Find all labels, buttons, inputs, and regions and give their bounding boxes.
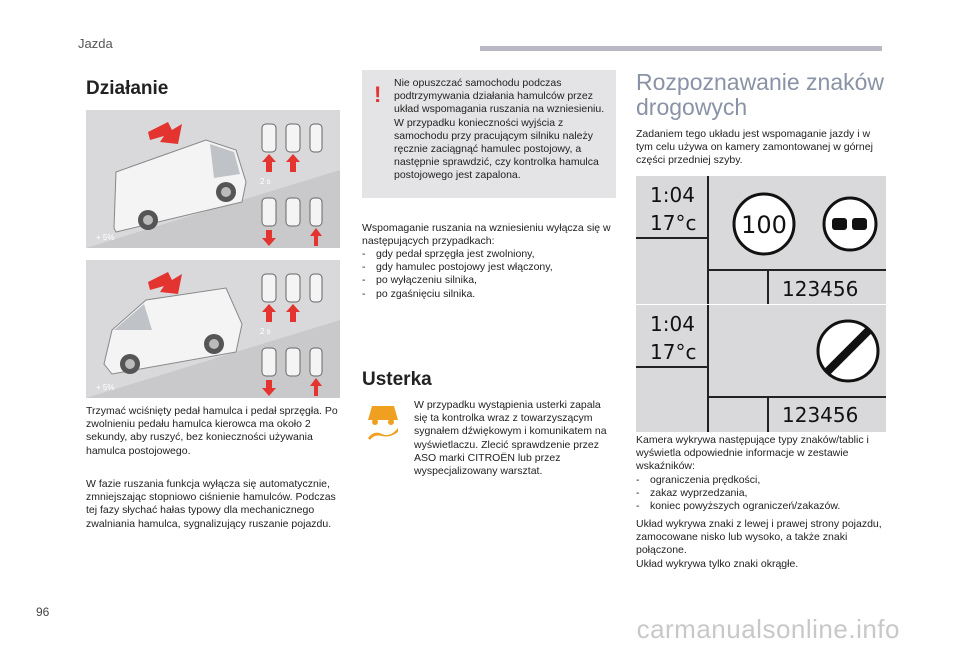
- temperature-text: 17°c: [650, 340, 696, 364]
- timer-label: 2 s: [260, 327, 271, 336]
- deactivation-intro: Wspomaganie ruszania na wzniesieniu wyłą…: [362, 222, 611, 248]
- section-label: Jazda: [78, 36, 113, 51]
- instrument-display-2: 1:04 17°c 123456: [636, 305, 886, 432]
- list-item: ograniczenia prędkości,: [636, 474, 886, 487]
- heading-usterka: Usterka: [362, 369, 432, 390]
- instrument-display-1: 1:04 17°c 100 123456: [636, 176, 886, 304]
- fault-text: W przypadku wystąpienia usterki zapala s…: [414, 399, 607, 478]
- clock-text: 1:04: [650, 183, 695, 207]
- grade-label: + 5%: [96, 383, 114, 392]
- hill-start-fault-icon: [368, 406, 398, 440]
- van-icon: [103, 287, 243, 375]
- watermark: carmanualsonline.info: [636, 614, 900, 644]
- paragraph-1: Trzymać wciśnięty pedał hamulca i pedał …: [86, 405, 338, 457]
- warning-box: ! Nie opuszczać samochodu podczas podtrz…: [362, 70, 616, 198]
- heading-dzialanie: Działanie: [86, 78, 169, 99]
- grade-label: + 5%: [96, 233, 114, 242]
- deactivation-list: gdy pedał sprzęgła jest zwolniony, gdy h…: [362, 248, 616, 301]
- end-of-restrictions-sign-icon: [816, 319, 880, 383]
- speed-limit-sign-icon: 100: [732, 192, 796, 256]
- pedal-arrows-icon: [262, 304, 322, 396]
- intro-text: Zadaniem tego układu jest wspomaganie ja…: [636, 128, 873, 167]
- arrow-icon: [148, 272, 182, 294]
- list-item: zakaz wyprzedzania,: [636, 487, 886, 500]
- speed-limit-value: 100: [741, 211, 787, 239]
- van-icon: [113, 139, 247, 233]
- pedals-icon: [261, 123, 323, 227]
- pedals-icon: [261, 273, 323, 377]
- page-number: 96: [36, 605, 50, 619]
- detection-list: ograniczenia prędkości, zakaz wyprzedzan…: [636, 474, 886, 514]
- list-item: po wyłączeniu silnika,: [362, 274, 616, 287]
- list-item: gdy pedał sprzęgła jest zwolniony,: [362, 248, 616, 261]
- temperature-text: 17°c: [650, 211, 696, 235]
- timer-label: 2 s: [260, 177, 271, 186]
- warning-text: Nie opuszczać samochodu podczas podtrzym…: [394, 77, 605, 182]
- pedal-arrows-icon: [262, 154, 322, 246]
- left-column: Działanie: [86, 70, 346, 100]
- clock-text: 1:04: [650, 312, 695, 336]
- warning-icon: !: [374, 82, 382, 107]
- paragraph-2: W fazie ruszania funkcja wyłącza się aut…: [86, 478, 336, 530]
- detection-intro: Kamera wykrywa następujące typy znaków/t…: [636, 434, 869, 473]
- detection-note-1: Układ wykrywa znaki z lewej i prawej str…: [636, 518, 882, 557]
- heading-sign-recognition: Rozpoznawanie znaków drogowych: [636, 69, 885, 120]
- hill-start-illustration-1: + 5% 2 s: [86, 110, 340, 248]
- list-item: koniec powyższych ograniczeń/zakazów.: [636, 500, 886, 513]
- list-item: po zgaśnięciu silnika.: [362, 288, 616, 301]
- odometer-text: 123456: [782, 403, 858, 427]
- arrow-icon: [148, 122, 182, 144]
- odometer-text: 123456: [782, 277, 858, 301]
- list-item: gdy hamulec postojowy jest włączony,: [362, 261, 616, 274]
- detection-note-2: Układ wykrywa tylko znaki okrągłe.: [636, 558, 799, 570]
- no-overtaking-sign-icon: [822, 196, 878, 252]
- header-bar: [480, 46, 882, 51]
- hill-start-illustration-2: + 5% 2 s: [86, 260, 340, 398]
